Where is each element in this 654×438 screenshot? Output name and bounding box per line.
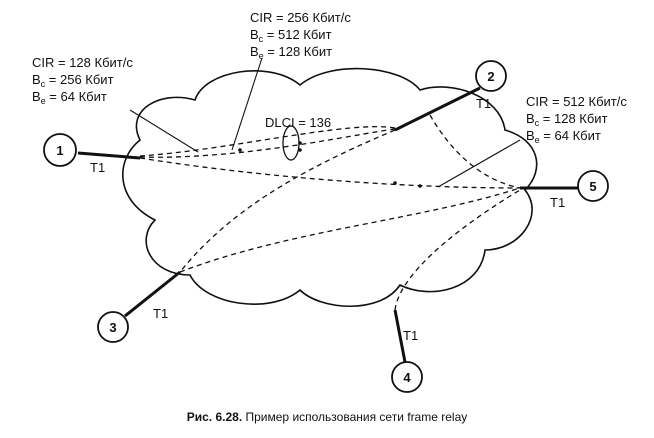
node-1: 1 bbox=[43, 133, 77, 167]
t1-label-node-1: T1 bbox=[90, 160, 105, 175]
svg-text:CIR = 128 Кбит/с: CIR = 128 Кбит/с bbox=[32, 55, 133, 70]
node-2: 2 bbox=[475, 60, 507, 92]
vc-1-5 bbox=[139, 157, 521, 189]
vc-4-5 bbox=[394, 189, 521, 311]
svg-text:Be = 64 Кбит: Be = 64 Кбит bbox=[526, 128, 601, 145]
access-link-1 bbox=[77, 151, 141, 160]
svg-text:Bc = 256 Кбит: Bc = 256 Кбит bbox=[32, 72, 114, 89]
vc-2-3 bbox=[179, 129, 396, 273]
dlci-label: DLCI = 136 bbox=[265, 115, 331, 130]
svg-text:CIR = 512 Кбит/с: CIR = 512 Кбит/с bbox=[526, 94, 627, 109]
annotation-vc-1-2-main: CIR = 128 Кбит/с Bc = 256 Кбит Be = 64 К… bbox=[32, 55, 133, 106]
svg-text:2: 2 bbox=[487, 69, 494, 84]
svg-text:CIR = 256 Кбит/с: CIR = 256 Кбит/с bbox=[250, 10, 351, 25]
node-5: 5 bbox=[577, 170, 609, 202]
access-link-2 bbox=[394, 86, 481, 132]
svg-text:Bc = 128 Кбит: Bc = 128 Кбит bbox=[526, 111, 608, 128]
access-link-3 bbox=[124, 270, 181, 318]
annotation-vc-1-2-second: CIR = 256 Кбит/с Bc = 512 Кбит Be = 128 … bbox=[250, 10, 351, 61]
frame-relay-cloud bbox=[122, 67, 538, 308]
svg-text:5: 5 bbox=[589, 179, 596, 194]
node-4: 4 bbox=[391, 361, 423, 393]
svg-text:3: 3 bbox=[109, 320, 116, 335]
vc-1-2-upper bbox=[139, 126, 396, 157]
vc-dot bbox=[393, 181, 397, 185]
leader-line-vc-1-2-second bbox=[231, 57, 263, 151]
svg-text:Be = 128 Кбит: Be = 128 Кбит bbox=[250, 44, 332, 61]
t1-label-node-5: T1 bbox=[550, 195, 565, 210]
figure-caption-text: Пример использования сети frame relay bbox=[242, 410, 468, 424]
figure-caption: Рис. 6.28. Пример использования сети fra… bbox=[0, 410, 654, 424]
vc-1-2-lower bbox=[139, 128, 396, 158]
annotation-vc-1-5: CIR = 512 Кбит/с Bc = 128 Кбит Be = 64 К… bbox=[526, 94, 627, 145]
svg-text:4: 4 bbox=[403, 370, 411, 385]
figure-caption-prefix: Рис. 6.28. bbox=[186, 410, 243, 424]
svg-text:Be = 64 Кбит: Be = 64 Кбит bbox=[32, 89, 107, 106]
vc-dot bbox=[418, 184, 422, 188]
vc-3-5 bbox=[179, 187, 521, 273]
svg-text:Bc = 512 Кбит: Bc = 512 Кбит bbox=[250, 27, 332, 44]
svg-text:1: 1 bbox=[56, 143, 63, 158]
dlci-marker bbox=[282, 125, 300, 161]
leader-line-vc-1-2-main bbox=[129, 109, 199, 153]
t1-label-node-2: T1 bbox=[476, 96, 491, 111]
leader-line-vc-1-5 bbox=[437, 139, 521, 188]
t1-label-node-4: T1 bbox=[403, 328, 418, 343]
access-link-4 bbox=[393, 309, 407, 363]
node-3: 3 bbox=[97, 311, 129, 343]
vc-dot bbox=[238, 148, 242, 152]
vc-2-5 bbox=[429, 114, 521, 189]
t1-label-node-3: T1 bbox=[153, 306, 168, 321]
